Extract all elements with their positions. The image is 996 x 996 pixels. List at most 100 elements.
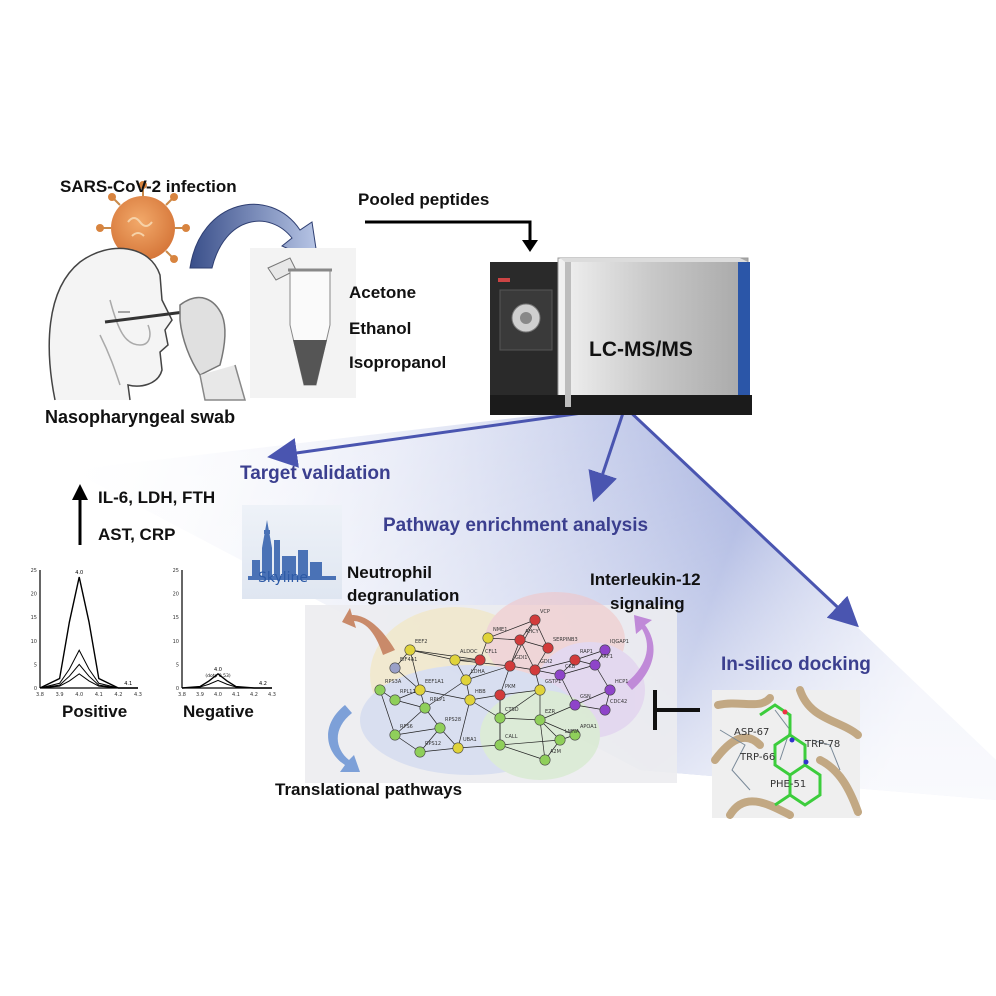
network-edge — [409, 649, 456, 661]
network-node — [529, 664, 541, 676]
tail-label: 4.2 — [259, 681, 267, 687]
docking-title: In-silico docking — [721, 654, 871, 675]
network-edge — [419, 689, 471, 701]
network-node-label: A2M — [550, 749, 561, 755]
network-node-label: RPS3A — [385, 679, 402, 685]
residue-trp66: TRP-66 — [740, 752, 776, 763]
network-node-label: CTSD — [505, 707, 519, 713]
network-nodes — [374, 614, 616, 766]
network-edge — [394, 727, 441, 736]
network-node-label: EEF1A1 — [425, 679, 444, 685]
network-node-label: LDHA — [471, 669, 485, 675]
negative-label: Negative — [183, 702, 254, 721]
translational-arrow — [328, 705, 360, 772]
network-node — [474, 654, 486, 666]
network-node-label: EIF4A1 — [400, 657, 418, 663]
network-node — [539, 754, 551, 766]
residue-asp67: ASP-67 — [734, 727, 770, 738]
neutrophil-label-2: degranulation — [347, 586, 460, 605]
network-node — [460, 674, 472, 686]
interleukin-arrow — [626, 615, 654, 690]
peak-label: 4.0 — [214, 667, 222, 673]
network-node-label: CALL — [505, 734, 518, 740]
network-edge — [519, 639, 536, 671]
target-validation-title: Target validation — [240, 463, 391, 484]
y-tick-label: 10 — [173, 639, 179, 645]
curved-arrow — [189, 203, 319, 269]
pooled-peptides-arrow — [365, 220, 532, 240]
network-node — [569, 699, 581, 711]
network-node-label: UBA1 — [463, 737, 477, 743]
arrow-to-pathway — [588, 406, 627, 503]
network-node-label: RPLP1 — [430, 697, 446, 703]
network-node — [554, 734, 566, 746]
network-edge — [499, 744, 546, 761]
network-edge — [394, 707, 426, 736]
mass-spec-instrument — [490, 257, 752, 415]
x-tick-label: 4.0 — [75, 692, 83, 698]
network-node-label: RPS6 — [400, 724, 413, 730]
network-edge — [469, 699, 501, 719]
peak-label: 4.0 — [75, 570, 83, 576]
arrow-to-docking — [623, 405, 859, 628]
network-edge — [559, 674, 576, 706]
network-node-label: HCP1 — [615, 679, 629, 685]
network-node-label: GDI1 — [515, 655, 528, 661]
infection-label: SARS-CoV-2 infection — [60, 177, 237, 196]
network-node-label: AHCY — [525, 629, 539, 635]
network-node — [389, 694, 401, 706]
network-node — [569, 729, 581, 741]
neutrophil-label-1: Neutrophil — [347, 563, 432, 582]
network-edge — [539, 704, 576, 721]
network-edge — [465, 665, 511, 681]
neutrophil-arrow — [342, 608, 395, 655]
network-node — [482, 632, 494, 644]
network-node-label: RAP1 — [580, 649, 593, 655]
network-node-label: GDI2 — [540, 659, 553, 665]
network-edge — [539, 719, 546, 761]
network-node-label: RPS28 — [445, 717, 462, 723]
network-edge — [457, 699, 471, 749]
network-node — [389, 729, 401, 741]
network-node-label: HBB — [475, 689, 486, 695]
network-node — [494, 689, 506, 701]
network-node — [542, 642, 554, 654]
network-node — [514, 634, 526, 646]
x-tick-label: 4.3 — [134, 692, 142, 698]
network-node — [452, 742, 464, 754]
network-node — [589, 659, 601, 671]
series-line — [39, 576, 138, 689]
x-tick-label: 4.1 — [95, 692, 103, 698]
network-node-label: APOA1 — [580, 724, 597, 730]
network-node — [599, 644, 611, 656]
network-node-label: EEF2 — [415, 639, 428, 645]
network-node-label: CDC42 — [610, 699, 628, 705]
network-node — [604, 684, 616, 696]
solvent-acetone: Acetone — [349, 283, 417, 302]
pooled-peptides-label: Pooled peptides — [358, 190, 490, 209]
network-edge — [499, 689, 541, 696]
network-node — [504, 660, 516, 672]
network-edge — [539, 719, 576, 736]
network-node — [374, 684, 386, 696]
network-edge — [419, 747, 459, 753]
solvent-isopropanol: Isopropanol — [349, 353, 447, 372]
pathway-title: Pathway enrichment analysis — [383, 515, 649, 536]
network-node-label: EZR — [545, 709, 556, 715]
markers-line-2: AST, CRP — [98, 525, 176, 544]
head-swab-icon — [48, 247, 246, 401]
network-node — [389, 662, 401, 674]
network-node-label: IQGAP1 — [610, 639, 629, 645]
y-tick-label: 25 — [173, 568, 179, 574]
series-line — [39, 673, 138, 689]
network-node — [434, 722, 446, 734]
network-node-label: LMNA — [565, 729, 580, 735]
network-node-label: RPL11 — [400, 689, 416, 695]
instrument-label: LC-MS/MS — [589, 338, 693, 361]
y-tick-label: 15 — [31, 615, 37, 621]
x-tick-label: 4.2 — [114, 692, 122, 698]
y-tick-label: 15 — [173, 615, 179, 621]
y-tick-label: 5 — [176, 662, 179, 668]
tube-icon — [267, 257, 332, 386]
